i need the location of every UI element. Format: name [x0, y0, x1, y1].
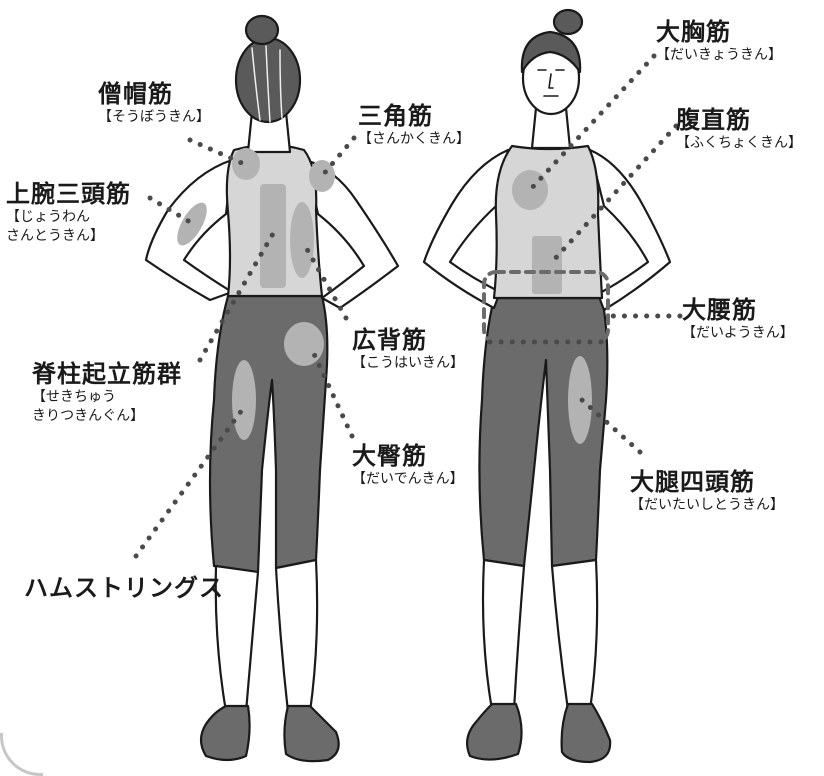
leader-quadriceps [579, 397, 643, 455]
leader-pectoralis [527, 53, 657, 193]
label-pectoralis-reading: 【だいきょうきん】 [656, 47, 782, 63]
back-left-shoe [199, 704, 251, 762]
label-triceps-name: 上腕三頭筋 [6, 180, 131, 208]
label-hamstrings: ハムストリングス [24, 574, 224, 602]
label-rectus-abdominis-name: 腹直筋 [676, 106, 751, 134]
leader-lines [133, 53, 683, 559]
label-latissimus-reading: 【こうはいきん】 [352, 355, 464, 371]
label-deltoid-reading: 【さんかくきん】 [358, 131, 470, 147]
label-psoas-name: 大腰筋 [682, 296, 757, 324]
leader-hamstrings [133, 407, 245, 559]
back-triceps-highlight [177, 202, 207, 246]
back-right-arm [304, 158, 400, 310]
back-latissimus-highlight [290, 202, 314, 278]
label-latissimus: 広背筋 【こうはいきん】 [352, 326, 464, 373]
front-right-calf [550, 558, 599, 712]
label-hamstrings-name: ハムストリングス [24, 574, 224, 602]
back-right-shoe [283, 704, 340, 763]
back-hair-lines [251, 45, 283, 123]
leader-rectus-abdominis [549, 123, 679, 265]
label-erector-reading-1: 【せきちゅう [32, 389, 116, 405]
front-view-figure [422, 8, 672, 764]
label-pectoralis: 大胸筋 【だいきょうきん】 [656, 18, 782, 65]
label-latissimus-name: 広背筋 [352, 326, 427, 354]
back-trapezius-highlight [232, 148, 260, 180]
front-face-features [537, 69, 565, 97]
front-pectoralis-highlight [512, 170, 548, 210]
back-hair-bun [244, 14, 280, 46]
label-rectus-abdominis-reading: 【ふくちょくきん】 [676, 135, 802, 151]
front-right-arm [588, 148, 672, 312]
label-quadriceps-reading: 【だいたいしとうきん】 [630, 497, 784, 513]
front-left-shoe [465, 702, 523, 761]
label-erector: 脊柱起立筋群 【せきちゅう きりつきんぐん】 [32, 360, 182, 426]
label-erector-name: 脊柱起立筋群 [32, 360, 182, 388]
leader-gluteus [311, 351, 355, 439]
front-left-arm [422, 148, 510, 310]
front-left-calf [481, 558, 526, 712]
label-deltoid: 三角筋 【さんかくきん】 [358, 102, 470, 149]
label-deltoid-name: 三角筋 [358, 102, 433, 130]
back-hamstring-highlight [232, 360, 256, 440]
back-right-calf [274, 558, 319, 714]
label-trapezius-name: 僧帽筋 [98, 80, 173, 108]
back-view-figure [144, 14, 400, 763]
label-quadriceps-name: 大腿四頭筋 [630, 468, 755, 496]
front-hair-bun [552, 8, 584, 36]
label-gluteus-name: 大臀筋 [352, 442, 427, 470]
label-rectus-abdominis: 腹直筋 【ふくちょくきん】 [676, 106, 802, 153]
label-psoas-reading: 【だいようきん】 [682, 325, 794, 341]
label-pectoralis-name: 大胸筋 [656, 18, 731, 46]
label-trapezius: 僧帽筋 【そうぼうきん】 [98, 80, 210, 127]
label-gluteus: 大臀筋 【だいでんきん】 [352, 442, 464, 489]
label-triceps-reading-1: 【じょうわん [6, 209, 90, 225]
label-trapezius-reading: 【そうぼうきん】 [98, 109, 210, 125]
label-gluteus-reading: 【だいでんきん】 [352, 471, 464, 487]
back-deltoid-highlight [309, 160, 335, 192]
leader-deltoid [319, 135, 357, 179]
leader-erector [197, 229, 277, 363]
front-rectus-abdominis-highlight [532, 236, 562, 294]
label-erector-reading-2: きりつきんぐん】 [32, 408, 145, 424]
front-hair [520, 30, 582, 74]
leader-trapezius [187, 137, 247, 167]
back-gluteus-highlight [284, 322, 324, 366]
label-triceps: 上腕三頭筋 【じょうわん さんとうきん】 [6, 180, 131, 246]
front-right-shoe [560, 702, 612, 764]
label-quadriceps: 大腿四頭筋 【だいたいしとうきん】 [630, 468, 784, 515]
leader-latissimus [301, 241, 349, 321]
leader-triceps [147, 195, 193, 225]
label-psoas: 大腰筋 【だいようきん】 [682, 296, 794, 343]
label-triceps-reading-2: さんとうきん】 [6, 228, 104, 244]
